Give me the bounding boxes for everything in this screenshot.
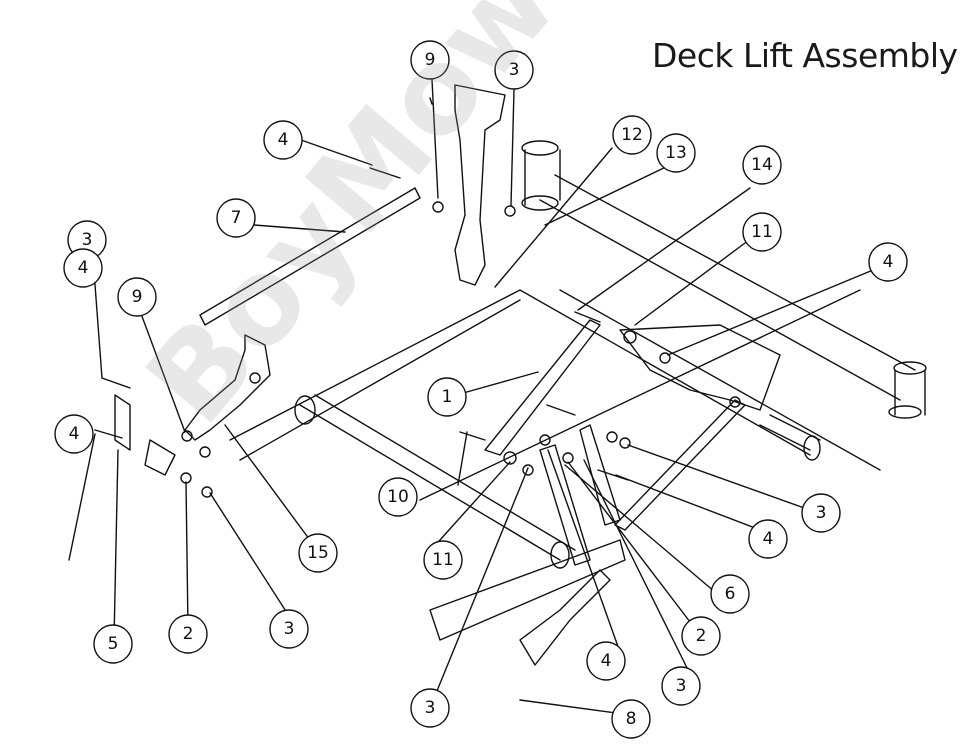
callout-number: 3	[676, 676, 687, 696]
callout-11: 11	[742, 212, 782, 252]
callout-number: 10	[387, 487, 409, 507]
callout-3: 3	[494, 50, 534, 90]
callout-4: 4	[748, 519, 788, 559]
callout-number: 2	[183, 624, 194, 644]
callout-4: 4	[54, 414, 94, 454]
callout-3: 3	[801, 493, 841, 533]
callout-number: 4	[69, 424, 80, 444]
callout-9: 9	[410, 40, 450, 80]
callout-number: 13	[665, 143, 687, 163]
callout-4: 4	[586, 641, 626, 681]
callout-5: 5	[93, 624, 133, 664]
callout-15: 15	[298, 533, 338, 573]
callout-number: 4	[78, 258, 89, 278]
callout-number: 9	[132, 287, 143, 307]
callout-number: 4	[763, 529, 774, 549]
callout-number: 3	[816, 503, 827, 523]
diagram-title: Deck Lift Assembly	[652, 36, 958, 75]
callout-number: 5	[108, 634, 119, 654]
callout-number: 8	[626, 709, 637, 729]
callout-number: 3	[82, 230, 93, 250]
callout-3: 3	[661, 666, 701, 706]
callout-2: 2	[681, 616, 721, 656]
callout-4: 4	[263, 120, 303, 160]
callout-number: 6	[725, 584, 736, 604]
callout-13: 13	[656, 133, 696, 173]
callout-7: 7	[216, 198, 256, 238]
callout-11: 11	[423, 540, 463, 580]
callout-number: 3	[425, 698, 436, 718]
callout-number: 9	[425, 50, 436, 70]
callout-12: 12	[612, 115, 652, 155]
callout-number: 11	[432, 550, 454, 570]
callout-number: 15	[307, 543, 329, 563]
callout-number: 14	[751, 155, 773, 175]
callout-1: 1	[427, 377, 467, 417]
callout-number: 4	[601, 651, 612, 671]
callout-6: 6	[710, 574, 750, 614]
callout-14: 14	[742, 145, 782, 185]
callout-8: 8	[611, 699, 651, 739]
callout-3: 3	[410, 688, 450, 728]
callout-3: 3	[269, 609, 309, 649]
callout-number: 7	[231, 208, 242, 228]
callout-number: 3	[509, 60, 520, 80]
callout-number: 12	[621, 125, 643, 145]
callout-number: 11	[751, 222, 773, 242]
callout-number: 3	[284, 619, 295, 639]
callout-10: 10	[378, 477, 418, 517]
callout-4: 4	[868, 242, 908, 282]
callout-4: 4	[63, 248, 103, 288]
callout-number: 1	[442, 387, 453, 407]
callout-number: 4	[278, 130, 289, 150]
callout-2: 2	[168, 614, 208, 654]
callout-9: 9	[117, 277, 157, 317]
callout-number: 4	[883, 252, 894, 272]
callout-number: 2	[696, 626, 707, 646]
